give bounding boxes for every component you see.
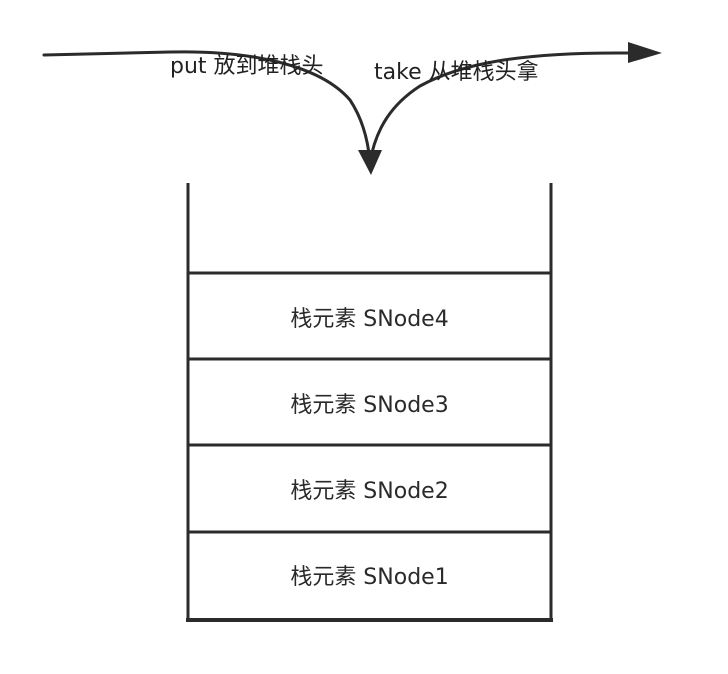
stack-element-snode4: 栈元素 SNode4 xyxy=(189,274,550,359)
take-label: take 从堆栈头拿 xyxy=(374,60,539,85)
put-arrowhead-icon xyxy=(358,150,382,175)
stack-element-snode1: 栈元素 SNode1 xyxy=(189,532,550,617)
stack-element-snode2: 栈元素 SNode2 xyxy=(189,446,550,531)
stack-element-label: 栈元素 SNode4 xyxy=(290,306,449,332)
stack-element-label: 栈元素 SNode1 xyxy=(290,564,449,590)
stack-element-label: 栈元素 SNode2 xyxy=(290,478,449,504)
put-arrow-path xyxy=(42,50,372,164)
stack-element-label: 栈元素 SNode3 xyxy=(290,392,449,418)
put-label: put 放到堆栈头 xyxy=(170,54,324,79)
take-arrowhead-icon xyxy=(628,42,662,63)
stack-element-snode3: 栈元素 SNode3 xyxy=(189,360,550,445)
take-arrow-path xyxy=(368,51,630,164)
